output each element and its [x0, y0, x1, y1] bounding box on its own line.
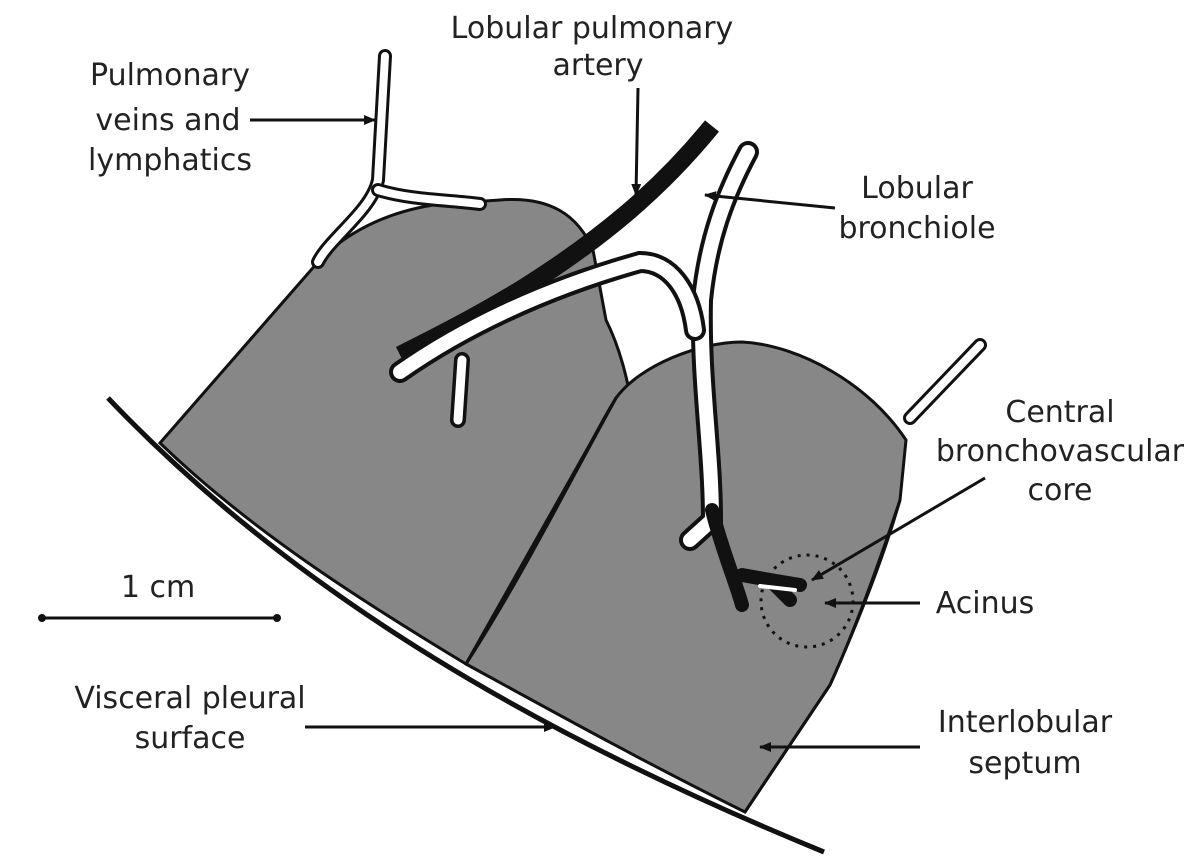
label-veins-line1: Pulmonary: [90, 58, 250, 93]
label-scale: 1 cm: [121, 570, 195, 605]
label-septum-line1: Interlobular: [938, 705, 1113, 740]
label-core-line3: core: [1028, 473, 1093, 508]
label-veins-line3: lymphatics: [88, 143, 252, 178]
label-artery-line2: artery: [552, 48, 643, 83]
label-veins-line2: veins and: [95, 103, 240, 138]
arrow-artery: [636, 88, 638, 195]
label-pleura-line1: Visceral pleural: [74, 681, 305, 716]
label-septum-line2: septum: [968, 746, 1081, 781]
scale-bar: [38, 614, 281, 622]
label-core-line2: bronchovascular: [936, 434, 1184, 469]
label-bronchiole-line2: bronchiole: [838, 211, 995, 246]
label-bronchiole-line1: Lobular: [861, 171, 973, 206]
label-pleura-line2: surface: [135, 721, 246, 756]
label-core-line1: Central: [1005, 395, 1114, 430]
label-artery-line1: Lobular pulmonary: [451, 11, 734, 46]
label-acinus: Acinus: [936, 586, 1034, 621]
